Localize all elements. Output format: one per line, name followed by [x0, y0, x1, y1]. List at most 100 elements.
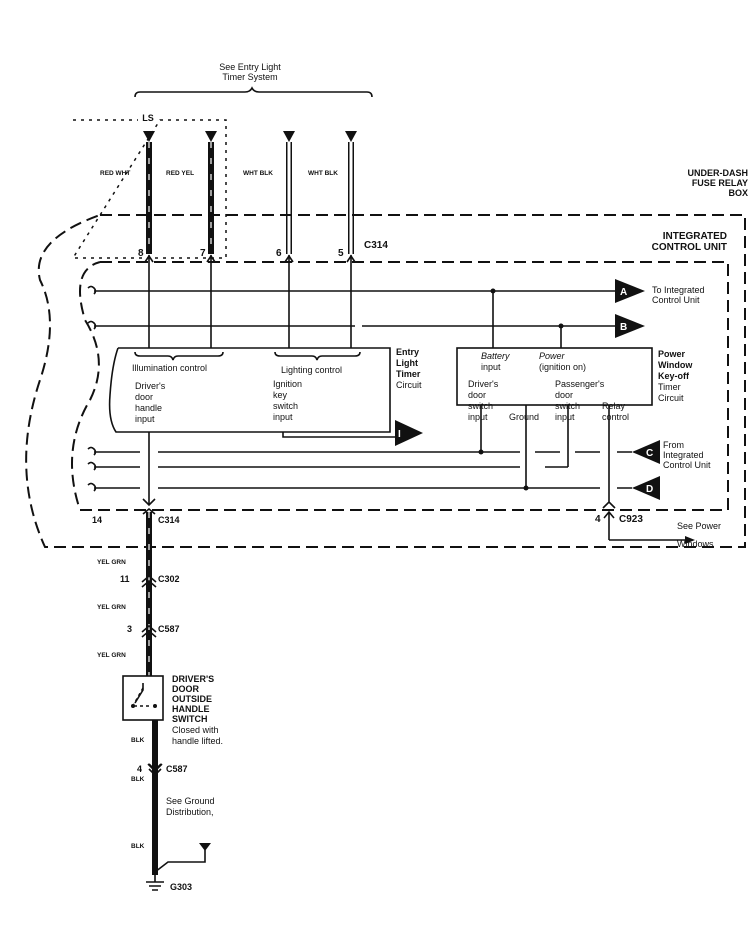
svg-text:Power: Power — [658, 349, 686, 359]
entry-light-timer-circuit: Illumination control Lighting control Dr… — [108, 254, 422, 438]
connector-a: A — [615, 279, 645, 303]
power-window-key-off-timer-circuit: Battery input Power (ignition on) Driver… — [456, 347, 693, 422]
to-icu-label: To Integrated — [652, 285, 705, 295]
connector-c587-2: C587 — [166, 764, 188, 774]
svg-text:Ground: Ground — [509, 412, 539, 422]
pin-number: 5 — [338, 248, 344, 259]
wire-color-label: RED YEL — [166, 170, 194, 177]
top-wire-6: WHT BLK 6 — [243, 131, 295, 259]
connector-c923: C923 — [619, 514, 643, 525]
connector-c314-top: C314 — [364, 240, 388, 251]
svg-text:input: input — [555, 412, 575, 422]
fuse-box-label-2: FUSE RELAY — [692, 178, 748, 188]
svg-text:Driver's: Driver's — [135, 381, 166, 391]
see-entry-light-note-2: Timer System — [222, 72, 277, 82]
svg-text:switch: switch — [555, 401, 580, 411]
svg-text:D: D — [646, 484, 653, 495]
svg-text:key: key — [273, 390, 288, 400]
svg-text:handle: handle — [135, 403, 162, 413]
bus-lines — [87, 285, 632, 509]
svg-text:SWITCH: SWITCH — [172, 714, 208, 724]
svg-text:A: A — [620, 287, 627, 298]
system-brace — [134, 86, 373, 98]
svg-text:switch: switch — [273, 401, 298, 411]
svg-text:Light: Light — [396, 358, 418, 368]
fuse-box-label: UNDER-DASH — [688, 168, 749, 178]
connector-i: I — [395, 420, 423, 446]
svg-text:(ignition on): (ignition on) — [539, 362, 586, 372]
arrow-right-icon — [685, 536, 695, 544]
svg-text:door: door — [555, 390, 573, 400]
svg-text:3: 3 — [127, 624, 132, 634]
svg-text:HANDLE: HANDLE — [172, 704, 210, 714]
ground-icon — [146, 875, 164, 891]
svg-text:DOOR: DOOR — [172, 684, 200, 694]
connector-c: C — [632, 440, 660, 464]
svg-text:Ignition: Ignition — [273, 379, 302, 389]
svg-text:Circuit: Circuit — [658, 393, 684, 403]
lower-harness: YEL GRN 11 C302 YEL GRN 3 C587 YEL GRN D… — [97, 512, 223, 892]
svg-text:B: B — [620, 322, 627, 333]
svg-text:11: 11 — [120, 574, 130, 584]
fuse-box-label-3: BOX — [728, 188, 748, 198]
svg-text:BLK: BLK — [131, 843, 145, 850]
top-wire-5: WHT BLK 5 — [308, 131, 357, 259]
svg-text:I: I — [398, 429, 401, 440]
pin-number: 6 — [276, 248, 282, 259]
lighting-control-label: Lighting control — [281, 365, 342, 375]
svg-text:Timer: Timer — [658, 382, 681, 392]
svg-text:input: input — [273, 412, 293, 422]
c923-pin: 4 — [595, 514, 601, 525]
svg-text:Power: Power — [539, 351, 566, 361]
top-wire-8: RED WHT 8 — [100, 131, 155, 259]
top-wire-7: RED YEL 7 — [166, 131, 217, 259]
connector-b: B — [615, 314, 645, 338]
see-power-windows-label: See Power — [677, 521, 721, 531]
ls-label: LS — [142, 113, 154, 123]
svg-text:Distribution,: Distribution, — [166, 807, 214, 817]
connector-c314-bottom: C314 — [158, 515, 180, 525]
svg-text:Battery: Battery — [481, 351, 510, 361]
wire-terminal-icon — [205, 131, 217, 142]
from-icu-label: From — [663, 440, 684, 450]
see-power-windows-label-2: Windows — [677, 539, 714, 549]
svg-text:YEL GRN: YEL GRN — [97, 652, 126, 659]
svg-text:Driver's: Driver's — [468, 379, 499, 389]
svg-text:Closed with: Closed with — [172, 725, 219, 735]
connector-c587: C587 — [158, 624, 180, 634]
connector-d: D — [632, 476, 660, 500]
svg-text:C: C — [646, 448, 653, 459]
svg-text:Key-off: Key-off — [658, 371, 690, 381]
svg-text:Circuit: Circuit — [396, 380, 422, 390]
svg-text:switch: switch — [468, 401, 493, 411]
wire-terminal-icon — [143, 131, 155, 142]
svg-text:BLK: BLK — [131, 776, 145, 783]
svg-text:Entry: Entry — [396, 347, 419, 357]
wire-terminal-icon — [283, 131, 295, 142]
svg-text:Window: Window — [658, 360, 693, 370]
svg-text:input: input — [481, 362, 501, 372]
switch-label: DRIVER'S — [172, 674, 214, 684]
pin-number: 7 — [200, 248, 206, 259]
svg-text:OUTSIDE: OUTSIDE — [172, 694, 212, 704]
svg-text:Timer: Timer — [396, 369, 421, 379]
wire-terminal-icon — [345, 131, 357, 142]
ls-box — [71, 119, 227, 259]
icu-label: INTEGRATED — [663, 231, 727, 242]
switch-icon — [122, 675, 164, 721]
wire-color-label: WHT BLK — [243, 170, 273, 177]
wire-color-label: RED WHT — [100, 170, 130, 177]
c314-pin: 14 — [92, 515, 102, 525]
svg-text:BLK: BLK — [131, 737, 145, 744]
svg-text:4: 4 — [137, 764, 142, 774]
icu-outline — [71, 261, 729, 511]
illumination-control-label: Illumination control — [132, 363, 207, 373]
ground-g303: G303 — [170, 882, 192, 892]
svg-text:control: control — [602, 412, 629, 422]
svg-text:Relay: Relay — [602, 401, 626, 411]
see-ground-label: See Ground — [166, 796, 215, 806]
svg-text:Passenger's: Passenger's — [555, 379, 605, 389]
svg-text:input: input — [135, 414, 155, 424]
fuse-box-outline — [25, 214, 746, 548]
svg-text:input: input — [468, 412, 488, 422]
